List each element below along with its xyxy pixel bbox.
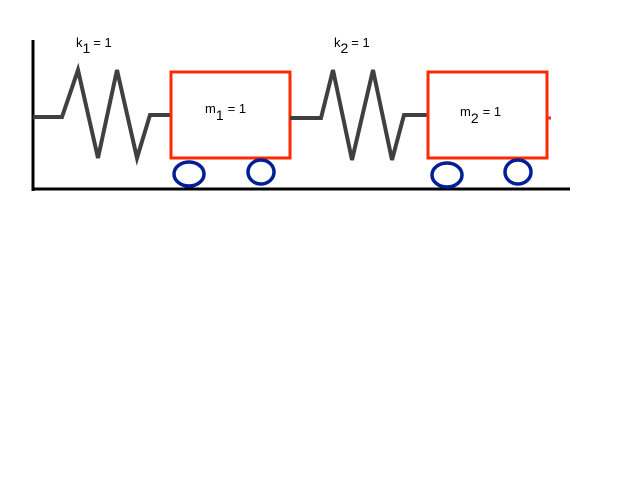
- spring-2-label: k2= 1: [334, 35, 370, 56]
- mass-1-wheel-right: [246, 158, 276, 186]
- mass-2-label: m2= 1: [460, 104, 501, 126]
- spring-1: [33, 62, 171, 166]
- mass-2-wheel-left: [430, 161, 464, 189]
- mass-1-label: m1= 1: [205, 101, 246, 123]
- mass-1-block: [169, 70, 292, 160]
- spring-1-label: k1= 1: [76, 35, 112, 56]
- mass-2-wheel-right: [503, 158, 533, 186]
- spring-2: [290, 69, 429, 161]
- mass-1-wheel-left: [172, 160, 206, 188]
- mass-2-block: [426, 70, 549, 160]
